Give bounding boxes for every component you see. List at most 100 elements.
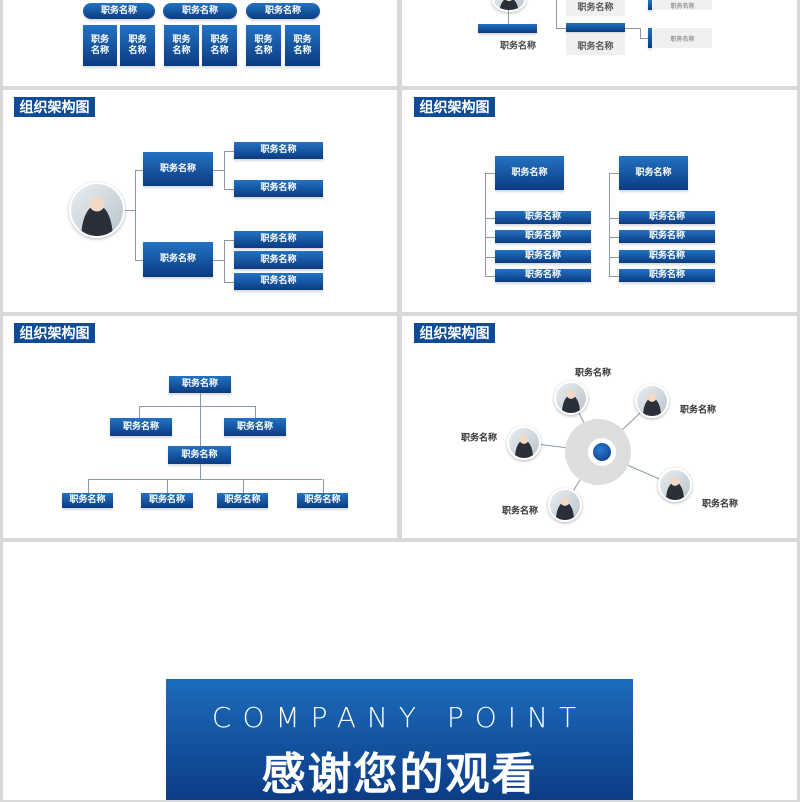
role-box: 职务名称 [234,273,323,290]
avatar-photo [507,426,541,460]
connector-line [609,173,619,174]
avatar-photo [658,468,692,502]
connector-line [485,218,495,219]
section-title: 组织架构图 [14,97,95,117]
connector-line [139,406,140,418]
role-box: 职务 名称 [120,25,155,66]
role-box: 职务名称 [619,250,715,263]
connector-line [485,173,495,174]
connector-line [508,10,509,24]
connector-line [135,170,143,171]
role-box: 职务名称 [495,211,591,224]
connector-line [224,240,234,241]
connector-line [640,38,648,39]
role-box: 职务 名称 [246,25,281,66]
connector-line [242,479,244,493]
connector-line [200,464,201,479]
role-box: 职务名称 [619,230,715,243]
connector-line [167,479,168,493]
connector-line [485,257,495,258]
role-box: 职务名称 [83,3,155,19]
connector-line [135,260,143,261]
connector-line [88,479,322,480]
connector-line [640,28,641,38]
connector-line [255,406,256,418]
role-box: 职务名称 [169,376,231,393]
company-name: COMPANY POINT [211,701,588,734]
role-box: 职务名称 [619,211,715,224]
connector-line [224,151,234,152]
role-box: 职务名称 [224,418,286,436]
slide-4 [402,90,797,312]
connector-line [609,257,619,258]
thanks-text: 感谢您的观看 [261,749,538,800]
role-box: 职务名称 [163,3,237,19]
connector-line [609,237,619,238]
role-box: 职务名称 [619,269,715,282]
connector-line [224,282,234,283]
connector-line [625,28,640,29]
slide-3 [3,90,397,312]
role-box: 职务名称 [566,0,625,16]
role-box: 职务名称 [495,250,591,263]
role-box: 职务名称 [297,493,348,508]
role-box: 职务名称 [168,446,231,464]
connector-line [609,276,619,277]
connector-line [213,170,224,171]
role-label: 职务名称 [574,368,612,379]
section-title: 组织架构图 [414,97,495,117]
connector-line [139,406,255,407]
role-box: 职务 名称 [202,25,237,66]
role-label: 职务名称 [499,41,537,52]
role-box [478,24,537,33]
avatar-photo [554,381,588,415]
role-box: 职务名称 [234,180,323,197]
role-box: 职务名称 [234,251,323,269]
connector-line [224,151,225,189]
role-label: 职务名称 [460,433,498,444]
role-box: 职务名称 [495,156,564,190]
role-box: 职务名称 [217,493,268,508]
role-box: 职务名称 [143,152,213,186]
avatar-photo [548,488,582,522]
accent-bar [648,0,652,10]
connector-line [224,189,234,190]
connector-line [609,173,610,276]
role-label: 职务名称 [679,405,717,416]
accent-bar [648,28,652,48]
hub-dot [593,443,611,461]
role-box: 职务名称 [234,142,323,159]
role-box: 职务 名称 [164,25,199,66]
role-box: 职务名称 [495,269,591,282]
role-label: 职务名称 [701,499,739,510]
role-box [566,23,625,32]
role-box: 职务名称 [653,0,712,10]
role-box: 职务名称 [110,418,172,436]
connector-line [485,173,486,276]
connector-line [87,479,89,493]
role-box: 职务名称 [62,493,113,508]
connector-line [485,237,495,238]
role-box: 职务名称 [619,156,688,190]
role-box: 职务名称 [141,493,193,508]
connector-line [135,170,136,260]
connector-line [200,393,201,446]
connector-line [556,0,557,28]
role-label: 职务名称 [501,506,539,517]
role-box: 职务名称 [653,28,712,48]
connector-line [485,276,495,277]
connector-line [322,479,324,493]
section-title: 组织架构图 [14,323,95,343]
section-title: 组织架构图 [414,323,495,343]
avatar-photo [69,182,125,238]
role-box: 职务名称 [566,35,625,55]
role-box: 职务名称 [495,230,591,243]
role-box: 职务 名称 [285,25,320,66]
role-box: 职务名称 [143,242,213,277]
role-box: 职务 名称 [83,25,117,66]
connector-line [609,218,619,219]
role-box: 职务名称 [234,231,323,248]
connector-line [213,260,224,261]
ending-banner: COMPANY POINT 感谢您的观看 [166,679,633,800]
connector-line [224,240,225,282]
